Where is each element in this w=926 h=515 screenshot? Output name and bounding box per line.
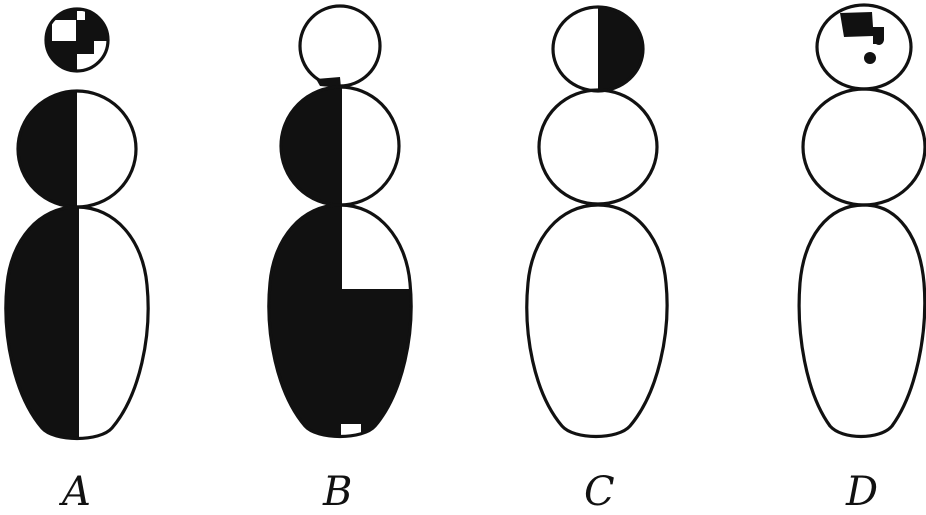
figure-c-head [551, 5, 645, 93]
figure-a-head [44, 7, 110, 73]
label-d: D [845, 469, 878, 515]
figure-b-head [298, 4, 382, 88]
label-a: A [58, 469, 91, 515]
figure-b-body [267, 203, 413, 439]
figure-a-middle [16, 89, 138, 209]
figure-b-middle [279, 85, 401, 207]
panel-b: B [267, 4, 413, 515]
label-c: C [584, 469, 615, 515]
figure-d-middle [801, 87, 926, 207]
panel-c: C [525, 5, 669, 515]
figure-d-head [815, 3, 913, 91]
figure-c-body [525, 203, 669, 438]
figure-c-middle [537, 88, 659, 206]
panel-a: A [4, 7, 150, 515]
figure-d-body [797, 203, 926, 438]
panel-d: D [797, 3, 926, 515]
figure-a-body [4, 205, 150, 441]
label-b: B [322, 469, 352, 515]
